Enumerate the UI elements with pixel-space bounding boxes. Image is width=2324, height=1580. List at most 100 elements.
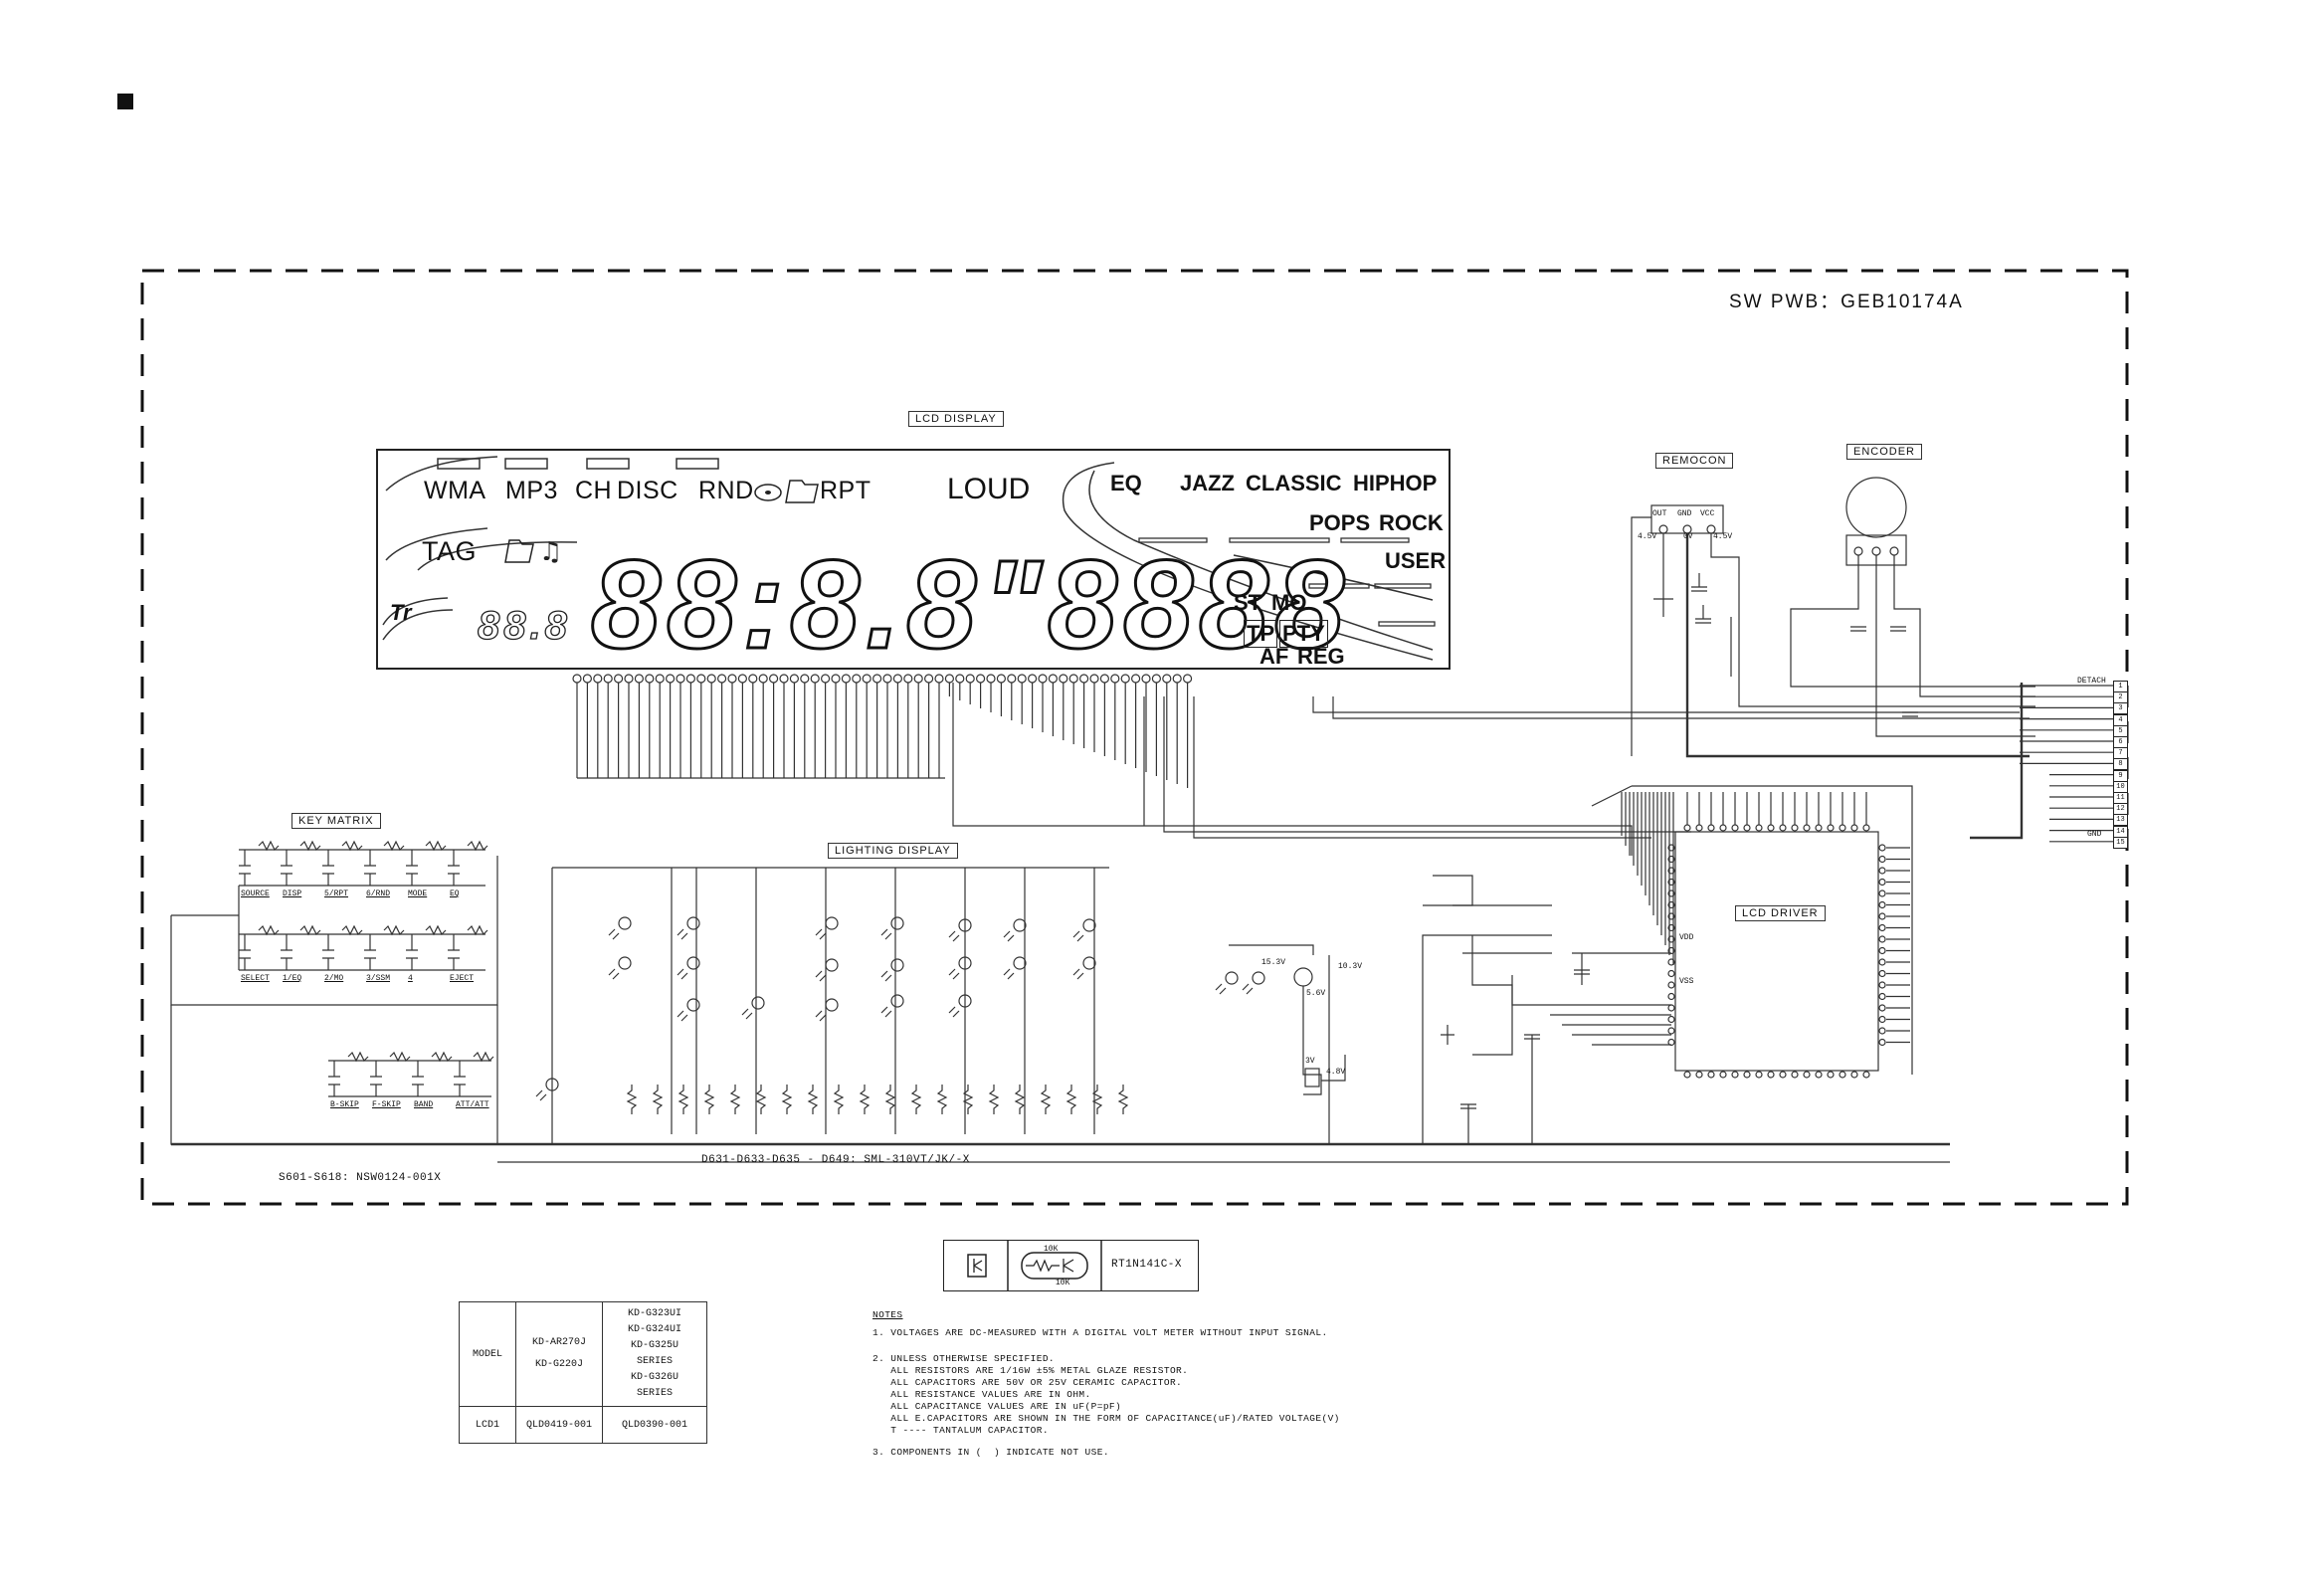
key-row1-4: MODE xyxy=(408,889,428,898)
lcd-jazz: JAZZ xyxy=(1180,471,1235,495)
key-row3-0: B-SKIP xyxy=(330,1100,359,1109)
key-row2-4: 4 xyxy=(408,974,413,983)
model-col1: KD-AR270J KD-G220J xyxy=(515,1301,603,1407)
section-bullet xyxy=(117,94,133,109)
model-a-2: KD-G220J xyxy=(534,1359,583,1370)
remocon-volt-vcc: 4.5V xyxy=(1713,532,1733,541)
model-table: MODEL KD-AR270J KD-G220J KD-G323UI KD-G3… xyxy=(459,1301,707,1444)
folder-music-icon: ♫ xyxy=(504,537,562,566)
lcd-rnd: RND xyxy=(698,477,754,504)
encoder-label: ENCODER xyxy=(1846,444,1923,460)
lcd-pops: POPS xyxy=(1309,510,1371,535)
model-b-2: KD-G324UI xyxy=(627,1324,681,1335)
lcd-st: ST xyxy=(1234,590,1262,615)
connector-pin-11: 11 xyxy=(2113,792,2128,804)
legend-r1: 10K xyxy=(1044,1245,1059,1254)
key-row1-3: 6/RND xyxy=(366,889,391,898)
model-b-4: KD-G326U SERIES xyxy=(630,1372,678,1399)
connector-pin-15: 15 xyxy=(2113,836,2128,849)
lcd-pty: PTY xyxy=(1279,620,1328,648)
lcd-reg: REG xyxy=(1297,644,1345,669)
lcd-mo: MO xyxy=(1271,590,1307,615)
lcd-wma: WMA xyxy=(424,477,486,504)
connector-pin-7: 7 xyxy=(2113,747,2128,760)
model-b-3: KD-G325U SERIES xyxy=(630,1340,678,1367)
connector-pin-8: 8 xyxy=(2113,758,2128,771)
legend-r2: 10K xyxy=(1056,1279,1070,1287)
note-1: 1. VOLTAGES ARE DC-MEASURED WITH A DIGIT… xyxy=(872,1327,1328,1338)
lcd-mp3: MP3 xyxy=(505,477,558,504)
remocon-pin-vcc: VCC xyxy=(1700,509,1715,518)
key-row2-1: 1/EQ xyxy=(283,974,302,983)
driver-vss: VSS xyxy=(1679,977,1694,986)
lcd1-label: LCD1 xyxy=(459,1406,516,1444)
switch-part-caption: S601-S618: NSW0124-001X xyxy=(279,1172,442,1184)
gnd-label: GND xyxy=(2087,830,2102,839)
transistor-legend: 10K 10K RT1N141C-X xyxy=(943,1240,1199,1291)
connector-pin-6: 6 xyxy=(2113,736,2128,748)
connector-pin-2: 2 xyxy=(2113,691,2128,704)
remocon-label: REMOCON xyxy=(1655,453,1734,469)
lcd-display: WMA MP3 CH DISC RND RPT LOUD TAG ♫ Tr 88… xyxy=(376,449,1451,670)
note-2: 2. UNLESS OTHERWISE SPECIFIED. ALL RESIS… xyxy=(872,1353,1340,1436)
lcd-af: AF xyxy=(1259,644,1289,669)
lcd1-b: QLD0390-001 xyxy=(602,1406,707,1444)
led-part-caption: D631-D633-D635 - D649: SML-310VT/JK/-X xyxy=(701,1154,970,1166)
svg-text:♫: ♫ xyxy=(539,537,562,566)
lcd-tp: TP xyxy=(1244,620,1278,648)
key-row3-1: F-SKIP xyxy=(372,1100,401,1109)
lcd-tag: TAG xyxy=(422,536,477,566)
model-header: MODEL xyxy=(459,1301,516,1407)
lcd-hiphop: HIPHOP xyxy=(1353,471,1438,495)
key-row1-2: 5/RPT xyxy=(324,889,349,898)
key-row2-5: EJECT xyxy=(450,974,475,983)
connector-pin-13: 13 xyxy=(2113,814,2128,827)
lcd-ch: CH xyxy=(575,477,613,504)
key-row1-0: SOURCE xyxy=(241,889,270,898)
connector-pin-12: 12 xyxy=(2113,803,2128,816)
remocon-pin-out: OUT xyxy=(1652,509,1667,518)
lcd-rock: ROCK xyxy=(1379,510,1444,535)
volt-4-8: 4.8V xyxy=(1326,1068,1346,1077)
connector-pin-4: 4 xyxy=(2113,713,2128,726)
notes: NOTES 1. VOLTAGES ARE DC-MEASURED WITH A… xyxy=(872,1309,1340,1459)
lcd-small-digits: 88.8 xyxy=(477,603,571,648)
key-row2-0: SELECT xyxy=(241,974,270,983)
connector-pin-5: 5 xyxy=(2113,724,2128,737)
volt-10-3: 10.3V xyxy=(1338,962,1363,971)
lcd-main-digits: 88:8.8"8888 xyxy=(589,534,1351,675)
lcd1-a: QLD0419-001 xyxy=(515,1406,603,1444)
lcd-driver-label: LCD DRIVER xyxy=(1735,905,1826,921)
notes-title: NOTES xyxy=(872,1309,903,1320)
lcd-eq: EQ xyxy=(1110,471,1142,495)
connector-pin-9: 9 xyxy=(2113,769,2128,782)
key-row1-1: DISP xyxy=(283,889,302,898)
connector-pin-3: 3 xyxy=(2113,702,2128,715)
key-row2-3: 3/SSM xyxy=(366,974,391,983)
key-row1-5: EQ xyxy=(450,889,460,898)
volt-3: 3V xyxy=(1305,1057,1315,1066)
board-title: SW PWB：GEB10174A xyxy=(1729,292,1964,312)
lcd-user: USER xyxy=(1385,548,1447,573)
volt-15-3: 15.3V xyxy=(1261,958,1286,967)
lcd-classic: CLASSIC xyxy=(1246,471,1342,495)
lcd-display-label: LCD DISPLAY xyxy=(908,411,1004,427)
key-matrix-label: KEY MATRIX xyxy=(291,813,381,829)
detach-label: DETACH xyxy=(2077,677,2106,686)
driver-vdd: VDD xyxy=(1679,933,1694,942)
remocon-volt-out: 4.5V xyxy=(1638,532,1657,541)
key-row2-2: 2/MO xyxy=(324,974,344,983)
connector-pin-10: 10 xyxy=(2113,780,2128,793)
volt-5-6: 5.6V xyxy=(1306,989,1326,998)
key-row3-3: ATT/ATT xyxy=(456,1100,489,1109)
lcd-disc: DISC xyxy=(617,477,678,504)
legend-graphics xyxy=(967,1241,1102,1290)
disc-folder-icon xyxy=(754,480,819,503)
lcd-rpt: RPT xyxy=(820,477,872,504)
lcd-loud: LOUD xyxy=(947,473,1031,505)
model-col2: KD-G323UI KD-G324UI KD-G325U SERIES KD-G… xyxy=(602,1301,707,1407)
note-3: 3. COMPONENTS IN ( ) INDICATE NOT USE. xyxy=(872,1447,1109,1458)
connector-pin-1: 1 xyxy=(2113,681,2128,692)
